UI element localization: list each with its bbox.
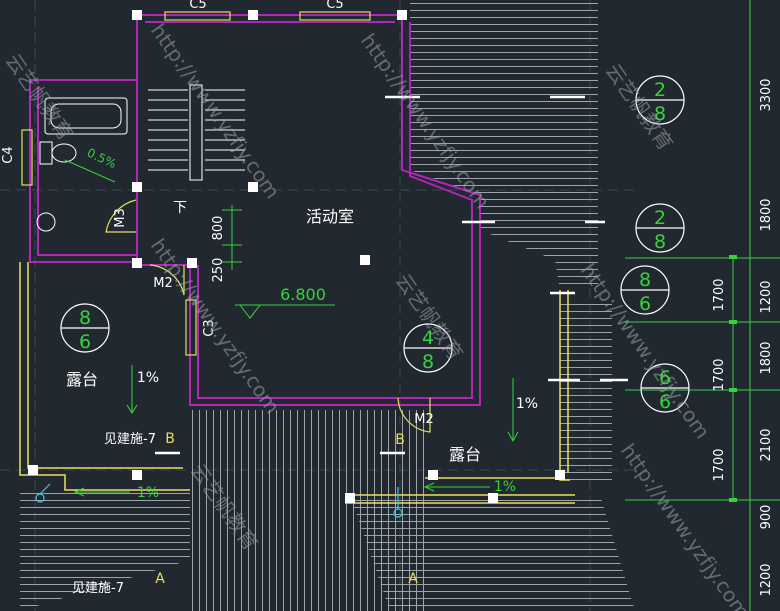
dimension-ticks (729, 255, 737, 502)
slope-terrace-left: 1% (137, 370, 159, 386)
dim-3300: 3300 (759, 78, 774, 111)
dim-1700-a: 1700 (712, 278, 727, 311)
detail-callout-circles (60, 75, 690, 413)
sink-icon (36, 212, 56, 232)
callout-2-top: 2 (654, 207, 666, 229)
window-label-c5-right: C5 (326, 0, 343, 12)
dim-2100: 2100 (759, 428, 774, 461)
section-ref-b-left-letter: B (165, 431, 175, 447)
slope-terrace-right: 1% (516, 396, 538, 412)
callout-6-bottom: 6 (659, 391, 671, 413)
callout-4-bottom: 6 (79, 331, 91, 353)
dim-800: 800 (211, 216, 226, 241)
callout-2-bottom: 8 (654, 231, 666, 253)
callout-3-bottom: 6 (639, 293, 651, 315)
section-ref-b-right-letter: B (395, 432, 405, 448)
detail-callout-numbers: 2 8 2 8 8 6 8 6 4 8 6 6 (79, 79, 671, 413)
drain-pipe-icons (35, 483, 403, 518)
callout-1-top: 2 (654, 79, 666, 101)
stair-treads (148, 84, 245, 181)
terrace-outline (19, 262, 575, 504)
dim-250: 250 (211, 258, 226, 283)
callout-1-bottom: 8 (654, 103, 666, 125)
dim-1800-a: 1800 (759, 198, 774, 231)
dimension-lines (64, 0, 780, 611)
section-ref-b-left-text: 见建施-7 (104, 432, 156, 447)
dim-900: 900 (759, 505, 774, 530)
window-label-c3: C3 (202, 319, 217, 336)
room-label-terrace-right: 露台 (449, 445, 481, 464)
callout-5-bottom: 8 (422, 351, 434, 373)
callout-3-top: 8 (639, 269, 651, 291)
doors (105, 199, 431, 433)
door-label-m2-left: M2 (153, 276, 173, 291)
right-dimension-labels-inner: 1700 1700 1700 (712, 278, 727, 481)
callout-6-top: 6 (659, 367, 671, 389)
room-label-activity: 活动室 (306, 207, 354, 226)
slope-terrace-right-low: 1% (494, 479, 516, 495)
stair-down-label: 下 (173, 200, 187, 216)
dim-1200-a: 1200 (759, 280, 774, 313)
room-label-terrace-left: 露台 (66, 370, 98, 389)
door-label-m2-right: M2 (414, 412, 434, 427)
toilet-icon (39, 141, 77, 165)
dim-1800-b: 1800 (759, 341, 774, 374)
section-ref-a-left-letter: A (155, 571, 165, 587)
roof-hatch-areas (20, 0, 635, 611)
dim-1200-b: 1200 (759, 563, 774, 596)
dim-1700-c: 1700 (712, 448, 727, 481)
windows (21, 11, 371, 356)
dim-1700-b: 1700 (712, 358, 727, 391)
columns (28, 10, 565, 503)
walls (29, 14, 481, 406)
bathtub-icon (44, 97, 128, 135)
callout-4-top: 8 (79, 307, 91, 329)
window-label-c5-left: C5 (189, 0, 206, 12)
slope-terrace-left-low: 1% (137, 485, 159, 501)
section-ref-a-right-letter: A (408, 571, 418, 587)
callout-5-top: 4 (422, 327, 434, 349)
beam-marks (155, 95, 628, 455)
section-ref-a-left-text: 见建施-7 (72, 581, 124, 596)
right-dimension-labels: 3300 1800 1200 1800 2100 900 1200 (759, 78, 774, 596)
door-label-m3: M3 (113, 208, 128, 228)
window-label-c4: C4 (1, 146, 16, 163)
elevation-label: 6.800 (280, 285, 326, 304)
